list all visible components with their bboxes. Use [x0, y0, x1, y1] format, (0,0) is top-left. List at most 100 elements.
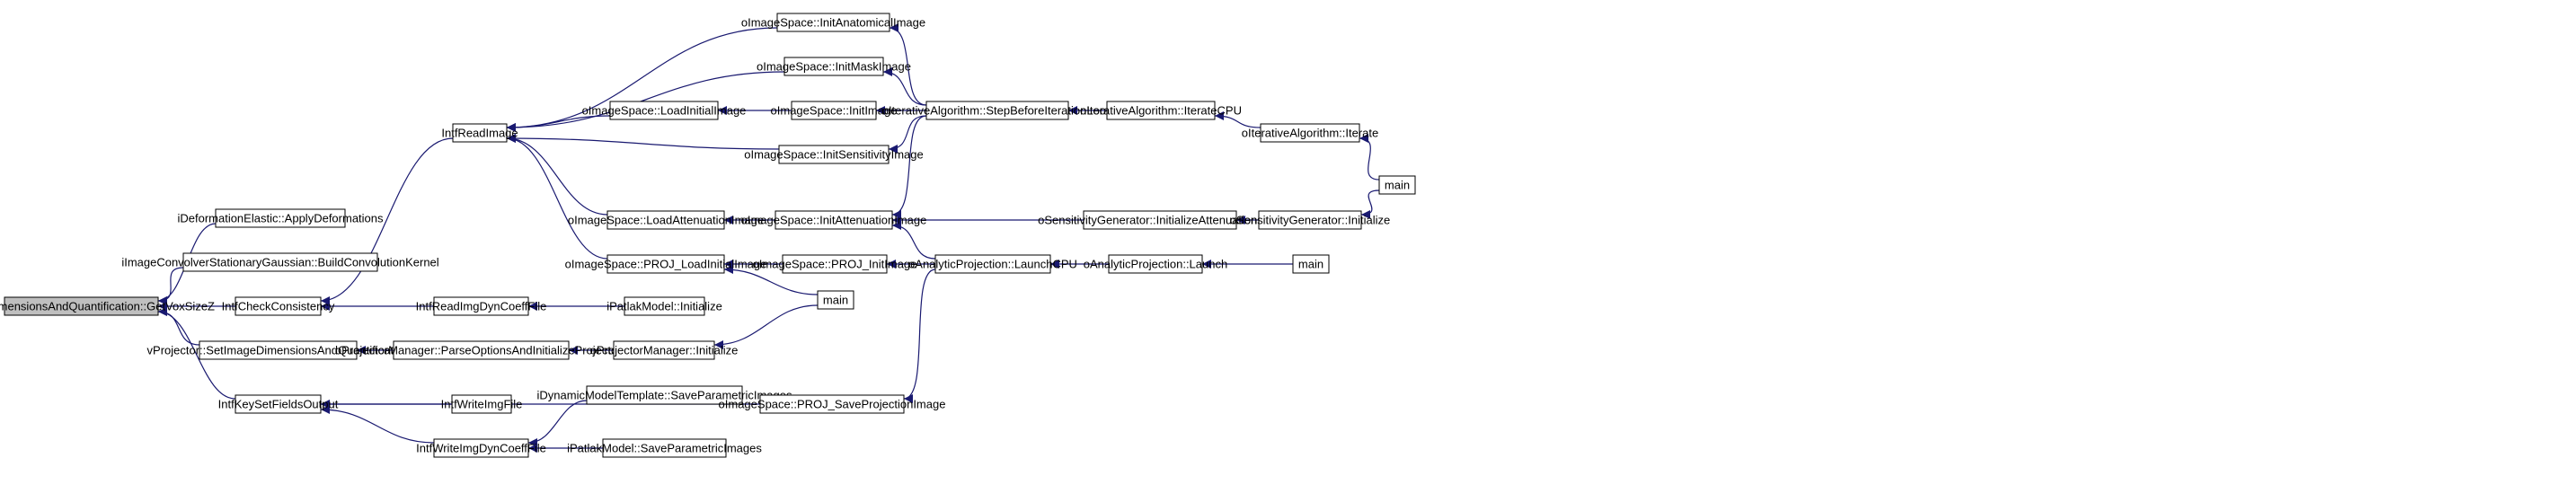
graph-node-pat-save[interactable]: iPatlakModel::SaveParametricImages: [567, 438, 762, 458]
edge-conv-build-to-root: [157, 267, 184, 305]
graph-node-is-proj-init[interactable]: oImageSpace::PROJ_InitImage: [753, 254, 917, 274]
edge-iter-step-to-is-init-att: [891, 115, 927, 219]
edge-key-set-to-root: [157, 307, 236, 400]
node-label: IntfWriteImgDynCoeffFile: [416, 442, 546, 455]
graph-node-is-init-img[interactable]: oImageSpace::InitImage: [771, 101, 898, 120]
node-box: [1260, 123, 1360, 143]
node-box: [759, 394, 905, 414]
node-box: [451, 394, 512, 414]
node-label: IntfCheckConsistency: [222, 300, 335, 313]
node-box: [606, 254, 725, 274]
node-box: [393, 340, 570, 360]
node-label: iDeformationElastic::ApplyDeformations: [177, 212, 384, 225]
node-label: iPatlakModel::SaveParametricImages: [567, 442, 762, 455]
graph-node-ana-cpu[interactable]: oAnalyticProjection::LaunchCPU: [908, 254, 1077, 274]
node-box: [613, 340, 715, 360]
node-box: [433, 438, 529, 458]
graph-node-pm-parse[interactable]: oProjectorManager::ParseOptionsAndInitia…: [335, 340, 628, 360]
edge-iter-step-to-is-init-anat: [889, 23, 927, 106]
edge-main-right-to-sens-init: [1360, 189, 1380, 219]
graph-node-iter-step[interactable]: oIterativeAlgorithm::StepBeforeIteration…: [882, 101, 1113, 120]
graph-node-write-dyn[interactable]: IntfWriteImgDynCoeffFile: [416, 438, 546, 458]
node-box: [925, 101, 1069, 120]
graph-node-sens-init[interactable]: oSensitivityGenerator::Initialize: [1230, 210, 1390, 230]
edge-is-load-init-to-read-img: [506, 115, 611, 132]
graph-node-ana-launch[interactable]: oAnalyticProjection::Launch: [1084, 254, 1227, 274]
graph-node-is-proj-save[interactable]: oImageSpace::PROJ_SaveProjectionImage: [719, 394, 946, 414]
graph-node-def-apply[interactable]: iDeformationElastic::ApplyDeformations: [177, 208, 384, 228]
graph-node-main-mid[interactable]: main: [817, 290, 854, 310]
node-box: [215, 208, 346, 228]
node-label: oImageSpace::InitMaskImage: [757, 60, 911, 74]
node-label: oIterativeAlgorithm::IterateCPU: [1080, 104, 1242, 118]
graph-node-key-set[interactable]: IntfKeySetFieldsOutput: [218, 394, 339, 414]
node-label: iImageConvolverStationaryGaussian::Build…: [121, 256, 438, 269]
edge-main-right-to-iter-iter: [1359, 134, 1380, 181]
graph-node-vproj-set[interactable]: vProjector::SetImageDimensionsAndQuantif…: [147, 340, 410, 360]
node-label: oSensitivityGenerator::InitializeAttenua…: [1038, 214, 1282, 227]
graph-node-is-init-mask[interactable]: oImageSpace::InitMaskImage: [757, 57, 911, 76]
graph-node-write-img[interactable]: IntfWriteImgFile: [441, 394, 523, 414]
node-label: iPatlakModel::Initialize: [606, 300, 722, 313]
edge-ana-cpu-to-is-proj-save: [903, 269, 936, 403]
graph-node-is-load-init[interactable]: oImageSpace::LoadInitialImage: [582, 101, 747, 120]
node-box: [775, 210, 893, 230]
node-label: vProjector::SetImageDimensionsAndQuantif…: [147, 344, 410, 357]
graph-node-iter-iter[interactable]: oIterativeAlgorithm::Iterate: [1242, 123, 1378, 143]
node-label: main: [1385, 179, 1410, 192]
node-box: [433, 296, 529, 316]
node-box: [1106, 101, 1216, 120]
edge-main-mid-to-is-proj-load: [723, 265, 819, 295]
node-box: [182, 252, 378, 272]
node-label: oImageSpace::InitImage: [771, 104, 898, 118]
graph-node-read-dyn[interactable]: IntfReadImgDynCoeffFile: [416, 296, 547, 316]
graph-node-root[interactable]: oImageDimensionsAndQuantification::GetVo…: [0, 296, 215, 316]
node-label: oImageSpace::InitSensitivityImage: [744, 148, 923, 162]
node-box: [199, 340, 358, 360]
graph-node-check-cons[interactable]: IntfCheckConsistency: [222, 296, 335, 316]
graph-node-is-init-anat[interactable]: oImageSpace::InitAnatomicalImage: [741, 13, 925, 32]
node-label: oImageSpace::InitAnatomicalImage: [741, 16, 925, 30]
node-box: [624, 296, 705, 316]
node-box: [791, 101, 877, 120]
graph-node-main-right[interactable]: main: [1378, 175, 1416, 195]
node-box: [934, 254, 1051, 274]
node-label: oProjectorManager::Initialize: [590, 344, 739, 357]
node-label: oIterativeAlgorithm::StepBeforeIteration…: [882, 104, 1113, 118]
graph-node-iter-cpu[interactable]: oIterativeAlgorithm::IterateCPU: [1080, 101, 1242, 120]
edge-vproj-set-to-root: [157, 307, 200, 346]
node-label: oImageSpace::LoadInitialImage: [582, 104, 747, 118]
graph-node-pat-init[interactable]: iPatlakModel::Initialize: [606, 296, 722, 316]
graph-node-dyn-save[interactable]: iDynamicModelTemplate::SaveParametricIma…: [537, 385, 792, 405]
graph-node-is-init-sens[interactable]: oImageSpace::InitSensitivityImage: [744, 145, 924, 164]
graph-node-is-init-att[interactable]: oImageSpace::InitAttenuationImage: [741, 210, 927, 230]
graph-node-pm-init[interactable]: oProjectorManager::Initialize: [590, 340, 739, 360]
edge-is-init-anat-to-read-img: [506, 27, 778, 132]
node-label: oImageSpace::PROJ_LoadInitialImage: [565, 258, 767, 271]
graph-node-is-proj-load[interactable]: oImageSpace::PROJ_LoadInitialImage: [565, 254, 767, 274]
node-box: [817, 290, 854, 310]
node-box: [1378, 175, 1416, 195]
node-box: [1258, 210, 1362, 230]
node-box: [235, 394, 322, 414]
node-box: [235, 296, 322, 316]
graph-node-conv-build[interactable]: iImageConvolverStationaryGaussian::Build…: [121, 252, 439, 272]
node-box: [1108, 254, 1203, 274]
node-box: [1292, 254, 1330, 274]
graph-node-main-ana[interactable]: main: [1292, 254, 1330, 274]
graph-node-sens-att[interactable]: oSensitivityGenerator::InitializeAttenua…: [1038, 210, 1282, 230]
node-box: [783, 57, 884, 76]
node-label: oImageSpace::InitAttenuationImage: [741, 214, 927, 227]
node-label: IntfReadImgDynCoeffFile: [416, 300, 547, 313]
graph-node-is-load-att[interactable]: oImageSpace::LoadAttenuationImage: [568, 210, 764, 230]
node-box: [609, 101, 719, 120]
graph-node-read-img[interactable]: IntfReadImage: [441, 123, 518, 143]
node-label: oIterativeAlgorithm::Iterate: [1242, 127, 1378, 140]
edge-is-proj-load-to-read-img: [506, 134, 608, 260]
node-label: oImageDimensionsAndQuantification::GetVo…: [0, 300, 215, 313]
edge-is-load-att-to-read-img: [506, 134, 608, 216]
edge-iter-iter-to-iter-cpu: [1214, 111, 1261, 128]
node-label: oAnalyticProjection::Launch: [1084, 258, 1227, 271]
node-box: [452, 123, 508, 143]
